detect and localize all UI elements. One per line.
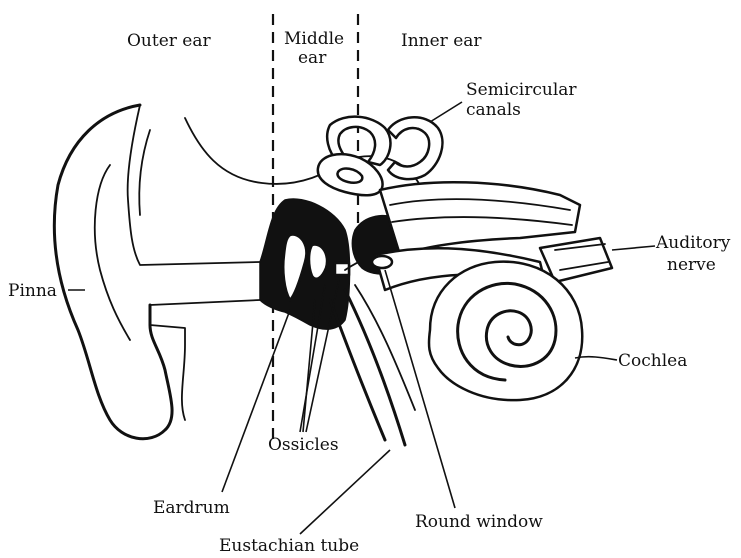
label-cochlea: Cochlea <box>618 351 687 371</box>
round-window-shape <box>372 256 392 268</box>
label-semicircular-line1: Semicircular <box>466 80 577 100</box>
label-round-window: Round window <box>415 512 543 532</box>
auditory-leader <box>612 246 655 250</box>
label-eustachian-tube: Eustachian tube <box>219 536 359 556</box>
cochlea-shape <box>429 262 582 400</box>
pinna-shape <box>54 105 260 439</box>
cochlea-leader <box>575 357 617 360</box>
eustachian-leader <box>300 450 390 534</box>
region-middle-ear-line1: Middle <box>284 29 344 49</box>
semicircular-leader <box>430 102 462 122</box>
region-inner-ear: Inner ear <box>401 31 482 51</box>
label-auditory-line1: Auditory <box>655 233 731 253</box>
region-middle-ear-line2: ear <box>298 48 327 68</box>
label-eardrum: Eardrum <box>153 498 230 518</box>
region-outer-ear: Outer ear <box>127 31 212 51</box>
label-ossicles: Ossicles <box>268 435 339 455</box>
label-auditory-line2: nerve <box>667 255 716 275</box>
eardrum-leader <box>222 310 290 492</box>
label-semicircular-line2: canals <box>466 100 521 120</box>
label-pinna: Pinna <box>8 281 57 301</box>
